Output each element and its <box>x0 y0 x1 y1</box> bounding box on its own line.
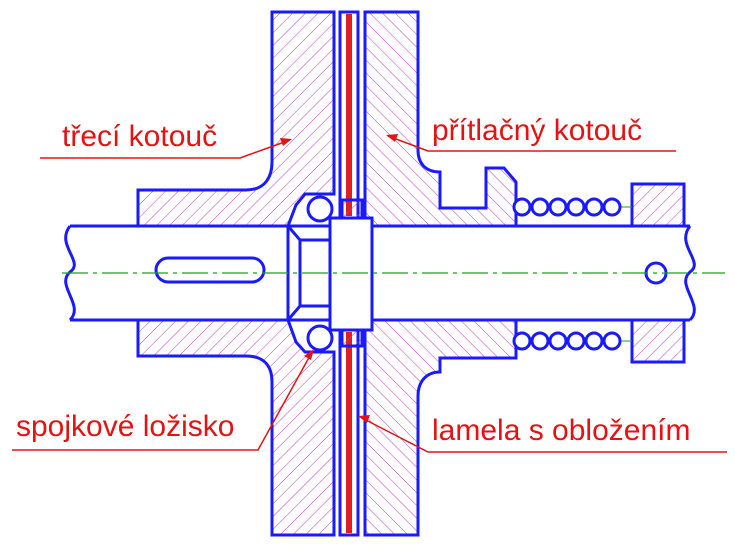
spring-cup-upper <box>630 182 686 228</box>
spring-coil-lower <box>584 331 604 351</box>
spring-cup-lower <box>630 318 686 364</box>
shaft-break-left <box>64 225 76 322</box>
pressure-disc <box>363 10 686 537</box>
leader-pressure-disc <box>387 135 676 152</box>
spring-coil-upper <box>602 197 622 217</box>
label-pressure-disc: přítlačný kotouč <box>432 114 643 147</box>
label-friction-disc: třecí kotouč <box>62 120 218 153</box>
leader-clutch-bearing <box>12 351 313 451</box>
spring-coil-lower <box>566 331 586 351</box>
shaft-break-right <box>684 225 696 322</box>
keyway-slot <box>154 256 266 284</box>
friction-disc-upper <box>136 10 336 228</box>
arrowhead-icon <box>358 415 370 423</box>
bearing <box>306 195 334 352</box>
arrowhead-icon <box>304 349 314 360</box>
arrowhead-icon <box>386 134 398 142</box>
hub-chamfers <box>286 225 330 321</box>
spring-coil-upper <box>530 197 550 217</box>
hub-sleeve-body <box>328 216 374 332</box>
spring <box>512 197 632 351</box>
spring-coil-lower <box>602 331 622 351</box>
pressure-disc-lower <box>363 318 518 537</box>
pressure-disc-upper <box>363 10 518 228</box>
lining-lower <box>346 332 352 533</box>
leader-lining-plate <box>361 417 727 453</box>
spring-coil-upper <box>512 197 532 217</box>
label-clutch-bearing: spojkové ložisko <box>16 410 235 443</box>
leaders <box>12 134 727 453</box>
lining-upper <box>346 14 352 216</box>
leader-friction-disc <box>40 139 291 159</box>
arrowhead-icon <box>280 138 292 146</box>
lining-plate <box>338 10 364 537</box>
bearing-ball-lower <box>306 324 334 352</box>
label-lining-plate: lamela s obložením <box>432 414 691 447</box>
spring-coil-upper <box>566 197 586 217</box>
spring-coil-lower <box>512 331 532 351</box>
spring-coil-lower <box>530 331 550 351</box>
bearing-ball-upper <box>306 195 334 223</box>
spring-coil-upper <box>584 197 604 217</box>
spring-coil-lower <box>548 331 568 351</box>
hub-sleeve <box>286 216 374 332</box>
spring-coil-upper <box>548 197 568 217</box>
